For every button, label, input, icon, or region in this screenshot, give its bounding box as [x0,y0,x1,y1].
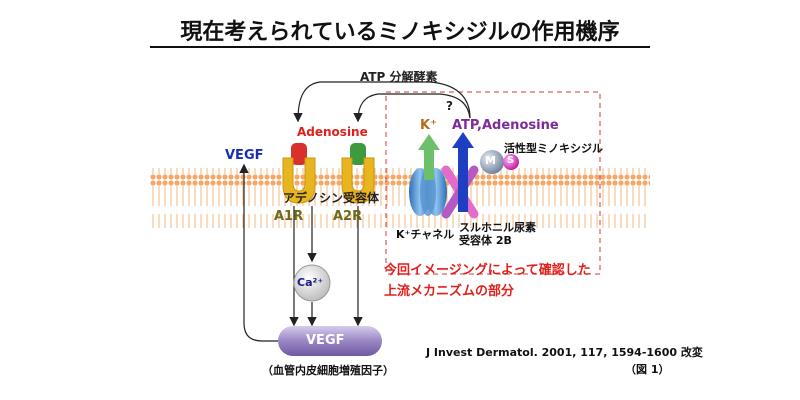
active-minoxidil-label: 活性型ミノキシジル [504,142,603,155]
vegf-feedback-arrow [239,163,278,342]
vegf-top-label: VEGF [225,148,264,163]
s-sphere [503,154,519,170]
cell-membrane [150,168,650,228]
question-mark: ? [446,99,453,113]
ca-label: Ca²⁺ [297,276,324,289]
adenosine-receptor-label: アデノシン受容体 [283,191,380,205]
a2r-label: A2R [333,209,363,224]
k-channel-label: K⁺チャネル [396,228,455,241]
atp-adenosine-label: ATP,Adenosine [452,118,559,133]
note-line-2: 上流メカニズムの部分 [384,284,515,299]
enzyme-arrow-a1 [293,81,471,123]
a1r-label: A1R [274,209,304,224]
sulfonylurea-label-2: 受容体 2B [459,234,512,247]
sulfonylurea-label-1: スルホニル尿素 [459,221,536,234]
note-line-1: 今回イメージングによって確認した [384,263,591,278]
k-plus-label: K⁺ [420,118,437,133]
a2r-receptor [341,143,375,204]
atp-adenosine-text: ATP,Adenosine [452,118,559,133]
ca-circle [293,264,331,302]
s-label: S [507,155,515,166]
enzyme-arrow-a2 [353,93,471,123]
vegf-full-name: （血管内皮細胞増殖因子） [262,364,394,377]
a1r-receptor [282,143,316,204]
m-label: M [485,154,496,167]
atp-enzyme-label: ATP 分解酵素 [360,70,438,84]
citation: J Invest Dermatol. 2001, 117, 1594-1600 … [426,346,703,359]
title-underline [150,46,650,48]
figure-label: （図 1） [625,363,670,376]
page-title: 現在考えられているミノキシジルの作用機序 [180,20,620,45]
vegf-box-label: VEGF [306,333,345,348]
adenosine-label: Adenosine [297,125,368,139]
vegf-box [278,326,382,356]
k-efflux-arrow [418,134,440,180]
atp-efflux-arrow [452,132,474,212]
m-sphere [480,150,504,174]
